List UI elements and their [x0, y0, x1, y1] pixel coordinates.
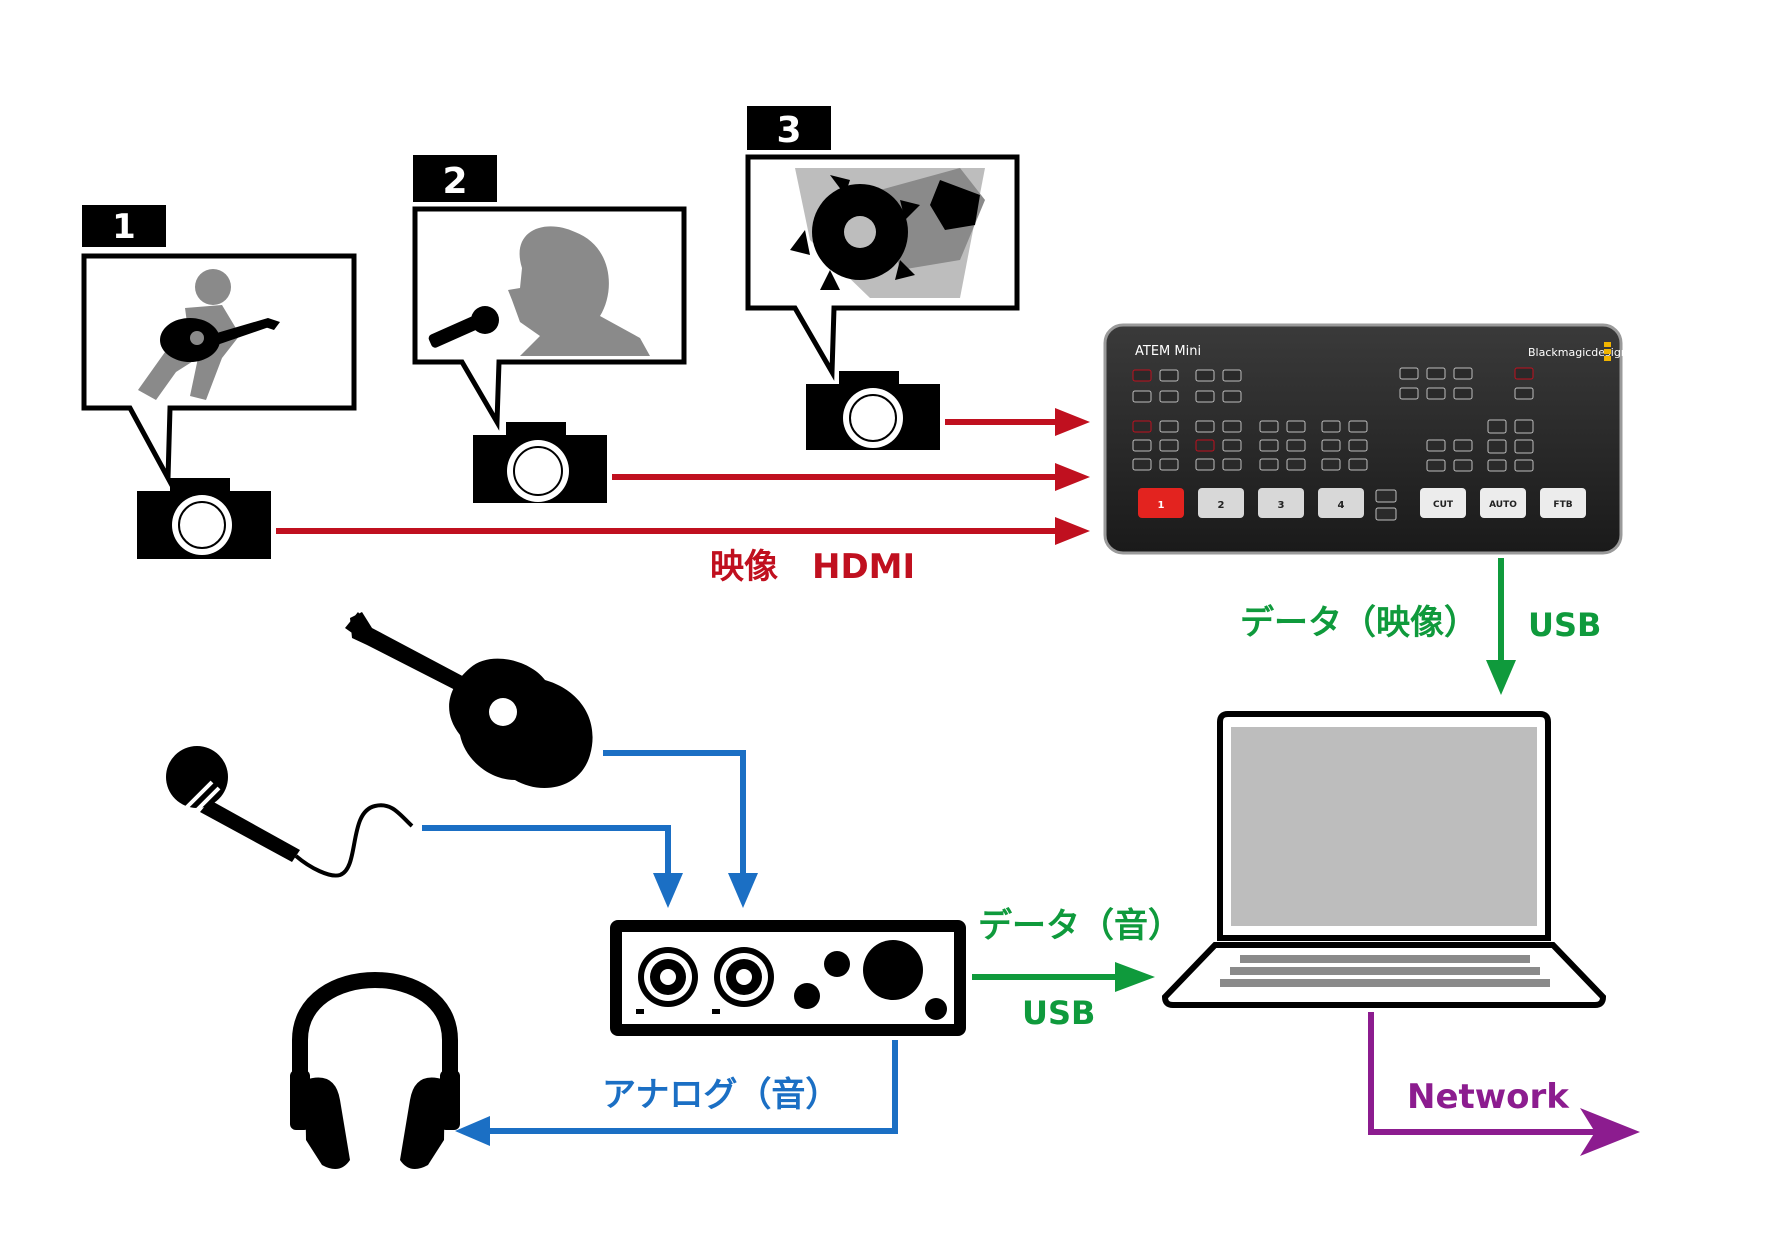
atem-mini-switcher: ATEM Mini Blackmagicdesign — [1103, 323, 1628, 555]
microphone-icon — [166, 746, 414, 878]
headphones-icon — [290, 972, 460, 1169]
camera-3-badge-label: 3 — [776, 110, 801, 151]
camera-1-badge-label: 1 — [112, 207, 136, 247]
input-button-3-label: 3 — [1278, 500, 1285, 511]
camera-3-badge — [747, 106, 831, 150]
hdmi-arrows — [276, 408, 1090, 545]
camera-3-scene: 3 — [745, 106, 1020, 381]
interface-to-headphones-arrow — [490, 1040, 898, 1134]
camera-2-icon — [473, 422, 607, 503]
camera-1-scene: 1 — [81, 205, 357, 488]
input-button-1-label: 1 — [1158, 500, 1165, 511]
input-button-2-label: 2 — [1218, 500, 1225, 511]
network-arrow — [1368, 1012, 1600, 1135]
cut-button-label: CUT — [1433, 500, 1454, 510]
input-button-4[interactable] — [1318, 488, 1364, 518]
input-button-1[interactable] — [1138, 488, 1184, 518]
camera-3-icon — [806, 371, 940, 450]
input-button-3[interactable] — [1258, 488, 1304, 518]
camera-1-speech-bubble — [81, 253, 357, 488]
label-analog-audio: アナログ（音） — [602, 1075, 839, 1115]
brand-logo-icon — [1604, 342, 1611, 361]
camera-2-scene: 2 — [412, 155, 687, 431]
label-usb-video: USB — [1528, 606, 1601, 644]
label-usb-audio: USB — [1022, 994, 1095, 1032]
singer-icon — [428, 226, 650, 356]
cut-button[interactable] — [1420, 488, 1466, 518]
label-data-audio: データ（音） — [978, 906, 1182, 946]
ftb-button[interactable] — [1540, 488, 1586, 518]
gears-icon — [790, 168, 985, 298]
guitar-to-interface-arrow — [603, 750, 746, 880]
camera-2-badge — [413, 155, 497, 202]
switcher-small-controls — [1132, 367, 1534, 521]
switcher-brand-label: Blackmagicdesign — [1528, 346, 1628, 359]
guitar-icon — [345, 612, 593, 788]
label-network: Network — [1407, 1077, 1570, 1117]
guitarist-icon — [138, 269, 280, 400]
input-button-2[interactable] — [1198, 488, 1244, 518]
camera-1-badge — [82, 205, 166, 247]
camera-2-badge-label: 2 — [442, 161, 467, 202]
label-data-video: データ（映像） — [1240, 603, 1478, 643]
input-button-4-label: 4 — [1338, 500, 1345, 511]
ftb-button-label: FTB — [1553, 500, 1572, 510]
switcher-model-label: ATEM Mini — [1135, 344, 1201, 359]
camera-1-icon — [137, 478, 271, 559]
label-video-hdmi: 映像 HDMI — [710, 547, 915, 587]
mic-to-interface-arrow — [422, 825, 671, 880]
laptop-icon — [1161, 711, 1607, 1008]
auto-button-label: AUTO — [1489, 500, 1517, 510]
audio-interface-icon — [610, 920, 966, 1036]
auto-button[interactable] — [1480, 488, 1526, 518]
